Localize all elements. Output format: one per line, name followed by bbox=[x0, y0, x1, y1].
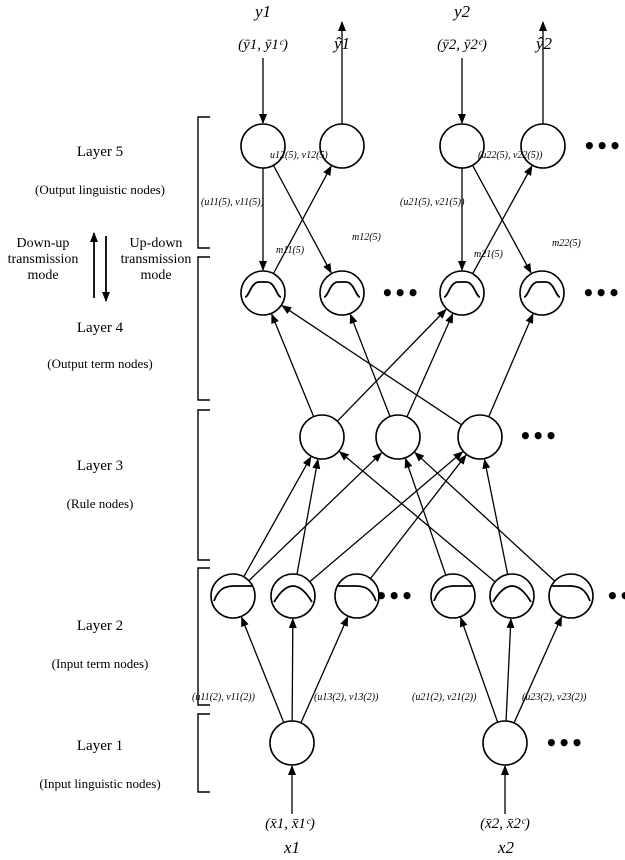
layer4-node bbox=[439, 270, 485, 316]
ellipsis-marker: ••• bbox=[519, 424, 557, 448]
param-u21-2: (u21(2), v21(2)) bbox=[412, 692, 477, 703]
layer3-node bbox=[457, 414, 503, 460]
edge-l2-l3 bbox=[248, 452, 383, 582]
edge-l3-l4 bbox=[281, 305, 463, 426]
layer5-node bbox=[240, 123, 286, 169]
edge-l3-l4 bbox=[271, 313, 315, 417]
ellipsis-marker: ••• bbox=[545, 731, 583, 755]
layer-4-bracket bbox=[197, 256, 210, 401]
edge-l3-l4 bbox=[406, 313, 454, 418]
layer-1-title: Layer 1 bbox=[76, 738, 124, 754]
ellipsis-marker: ••• bbox=[583, 134, 621, 158]
edge-l2-l3 bbox=[482, 458, 509, 575]
y2-label: y2 bbox=[452, 2, 471, 21]
edge-l1-l2 bbox=[240, 616, 285, 723]
up-down-mode-label: Up-down transmission mode bbox=[120, 236, 192, 283]
param-u23-2: (u23(2), v23(2)) bbox=[522, 692, 587, 703]
y2-pair-label: (ȳ2, ȳ2ᶜ) bbox=[437, 37, 487, 53]
layer-3-bracket bbox=[197, 409, 210, 561]
edge-l1-l2 bbox=[459, 616, 499, 723]
edge-l1-l2 bbox=[513, 616, 563, 724]
layer2-node bbox=[334, 573, 380, 619]
param-m11-5: m11(5) bbox=[276, 245, 305, 256]
layer2-node bbox=[489, 573, 535, 619]
edge-l2-l3 bbox=[296, 458, 321, 575]
layer4-node bbox=[240, 270, 286, 316]
ellipsis-marker: ••• bbox=[582, 281, 620, 305]
layer3-node bbox=[299, 414, 345, 460]
param-m12-5: m12(5) bbox=[352, 232, 382, 243]
edge-l5-l4 bbox=[471, 165, 532, 274]
layer3-node bbox=[375, 414, 421, 460]
x2-pair-label: (x̄2, x̄2ᶜ) bbox=[480, 816, 530, 832]
layer5-node bbox=[439, 123, 485, 169]
x1-pair-label: (x̄1, x̄1ᶜ) bbox=[265, 816, 315, 832]
layer2-node bbox=[270, 573, 316, 619]
ellipsis-marker: ••• bbox=[375, 584, 413, 608]
edge-l2-l3 bbox=[338, 451, 496, 583]
x2-label: x2 bbox=[497, 838, 515, 857]
edge-l3-l4 bbox=[349, 313, 391, 417]
param-u13-2: (u13(2), v13(2)) bbox=[314, 692, 379, 703]
param-u11-5: (u11(5), v11(5)) bbox=[201, 197, 265, 208]
y2-hat-label: ŷ2 bbox=[534, 34, 553, 53]
layer-4-title: Layer 4 bbox=[76, 320, 124, 336]
edge-l2-l3 bbox=[309, 451, 464, 583]
param-u21-5: (u21(5), v21(5)) bbox=[400, 197, 465, 208]
layer-5-title: Layer 5 bbox=[76, 144, 124, 160]
edge-l1-l2 bbox=[300, 616, 349, 724]
layer-5-bracket bbox=[197, 116, 210, 249]
layer-5-desc: (Output linguistic nodes) bbox=[35, 182, 165, 197]
edge-l3-l4 bbox=[336, 308, 447, 422]
layer-3-desc: (Rule nodes) bbox=[66, 496, 134, 511]
y1-pair-label: (ȳ1, ȳ1ᶜ) bbox=[238, 37, 288, 53]
edge-l2-l3 bbox=[404, 457, 447, 576]
layer5-node bbox=[319, 123, 365, 169]
layer1-node bbox=[482, 720, 528, 766]
layer-4-desc: (Output term nodes) bbox=[47, 356, 153, 371]
y1-hat-label: ŷ1 bbox=[332, 34, 350, 53]
param-u11-2: (u11(2), v11(2)) bbox=[192, 692, 256, 703]
layer-2-desc: (Input term nodes) bbox=[51, 656, 149, 671]
layer5-node bbox=[520, 123, 566, 169]
layer-3-title: Layer 3 bbox=[76, 458, 124, 474]
edge-l1-l2 bbox=[288, 617, 297, 722]
layer-1-bracket bbox=[197, 713, 210, 793]
param-m21-5: m21(5) bbox=[474, 249, 504, 260]
edge-l2-l3 bbox=[414, 451, 556, 582]
layer2-node bbox=[210, 573, 256, 619]
layer2-node bbox=[548, 573, 594, 619]
layer2-node bbox=[430, 573, 476, 619]
layer4-node bbox=[519, 270, 565, 316]
layer-1-desc: (Input linguistic nodes) bbox=[39, 776, 161, 791]
param-u22-5: (u22(5), v22(5)) bbox=[478, 150, 543, 161]
edge-l2-l3 bbox=[243, 456, 312, 578]
param-m22-5: m22(5) bbox=[552, 238, 582, 249]
layer-2-bracket bbox=[197, 567, 210, 706]
ellipsis-marker: ••• bbox=[381, 281, 419, 305]
edge-l1-l2 bbox=[505, 617, 515, 722]
x1-label: x1 bbox=[283, 838, 300, 857]
layer4-node bbox=[319, 270, 365, 316]
y1-label: y1 bbox=[253, 2, 271, 21]
layer-2-title: Layer 2 bbox=[76, 618, 124, 634]
edge-l3-l4 bbox=[488, 313, 534, 418]
edge-l5-l4 bbox=[272, 165, 332, 274]
ellipsis-marker: ••• bbox=[606, 584, 625, 608]
down-up-mode-label: Down-up transmission mode bbox=[7, 236, 79, 283]
param-u12-5: u12(5), v12(5) bbox=[270, 150, 328, 161]
layer1-node bbox=[269, 720, 315, 766]
